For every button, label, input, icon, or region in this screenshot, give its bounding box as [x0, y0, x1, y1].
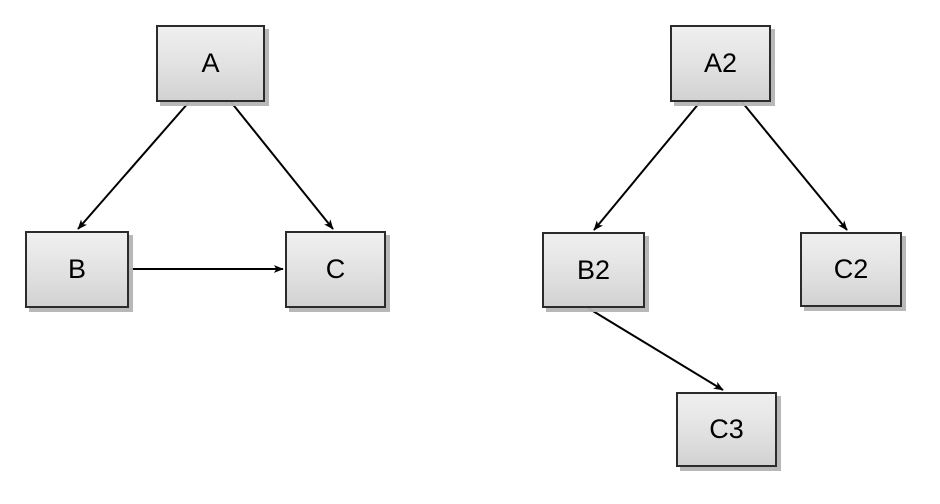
node-label-a: A: [201, 48, 220, 78]
edge-a2-c2[interactable]: [741, 101, 848, 231]
node-c2[interactable]: C2: [800, 232, 902, 307]
node-label-b: B: [67, 254, 86, 284]
node-b[interactable]: B: [25, 231, 129, 308]
edge-a-b[interactable]: [77, 101, 190, 230]
node-label-c2: C2: [833, 254, 869, 284]
edge-b2-c3[interactable]: [587, 307, 724, 391]
node-a[interactable]: A: [156, 25, 265, 102]
node-label-b2: B2: [576, 254, 611, 285]
node-label-c3: C3: [709, 414, 744, 444]
edge-a-c[interactable]: [230, 101, 334, 230]
node-c[interactable]: C: [285, 231, 386, 308]
node-c3[interactable]: C3: [676, 392, 777, 467]
node-label-a2: A2: [703, 48, 738, 78]
node-a2[interactable]: A2: [670, 25, 771, 102]
node-label-c: C: [325, 254, 346, 284]
node-b2[interactable]: B2: [542, 232, 645, 308]
edge-a2-b2[interactable]: [593, 101, 701, 231]
